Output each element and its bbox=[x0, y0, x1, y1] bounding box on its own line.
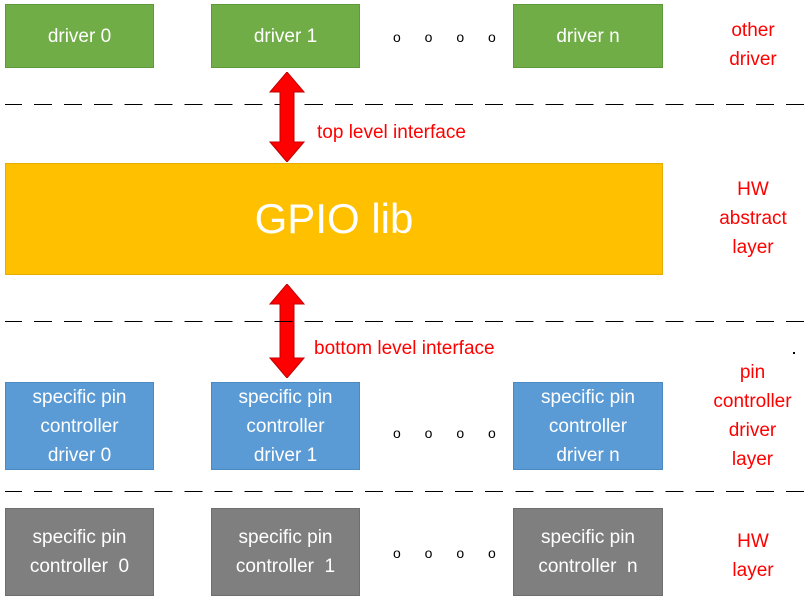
pin-controller-driver-0-box: specific pin controller driver 0 bbox=[5, 382, 154, 470]
pin-controller-driver-n-box: specific pin controller driver n bbox=[513, 382, 663, 470]
driver-0-box: driver 0 bbox=[5, 4, 154, 68]
hw-layer-label: HW layer bbox=[732, 531, 774, 581]
ellipsis-hw: o o o o bbox=[393, 545, 506, 561]
pin-controller-1-box: specific pin controller 1 bbox=[211, 508, 360, 596]
top-interface-arrow bbox=[269, 72, 305, 162]
ellipsis-pinctrl: o o o o bbox=[393, 425, 506, 441]
pin-controller-driver-1-box: specific pin controller driver 1 bbox=[211, 382, 360, 470]
pin-controller-driver-layer-label: pin controller driver layer bbox=[713, 362, 792, 470]
driver-0-label: driver 0 bbox=[47, 25, 112, 47]
layer-divider-3 bbox=[5, 491, 805, 492]
driver-n-label: driver n bbox=[556, 25, 620, 47]
gpio-lib-box: GPIO lib bbox=[5, 163, 663, 275]
pin-controller-0-box: specific pin controller 0 bbox=[5, 508, 154, 596]
layer-divider-1 bbox=[5, 104, 805, 105]
hw-abstract-layer-label: HW abstract layer bbox=[719, 179, 787, 258]
bottom-interface-label: bottom level interface bbox=[314, 338, 495, 359]
layer-divider-2 bbox=[5, 321, 805, 322]
driver-1-box: driver 1 bbox=[211, 4, 360, 68]
top-interface-label: top level interface bbox=[317, 122, 466, 143]
driver-n-box: driver n bbox=[513, 4, 663, 68]
gpio-lib-label: GPIO lib bbox=[254, 195, 414, 242]
pin-controller-n-box: specific pin controller n bbox=[513, 508, 663, 596]
bottom-interface-arrow bbox=[269, 284, 305, 378]
ellipsis-top: o o o o bbox=[393, 29, 506, 45]
stray-dot bbox=[793, 352, 795, 354]
driver-1-label: driver 1 bbox=[253, 25, 318, 47]
other-driver-layer-label: other driver bbox=[729, 20, 777, 70]
